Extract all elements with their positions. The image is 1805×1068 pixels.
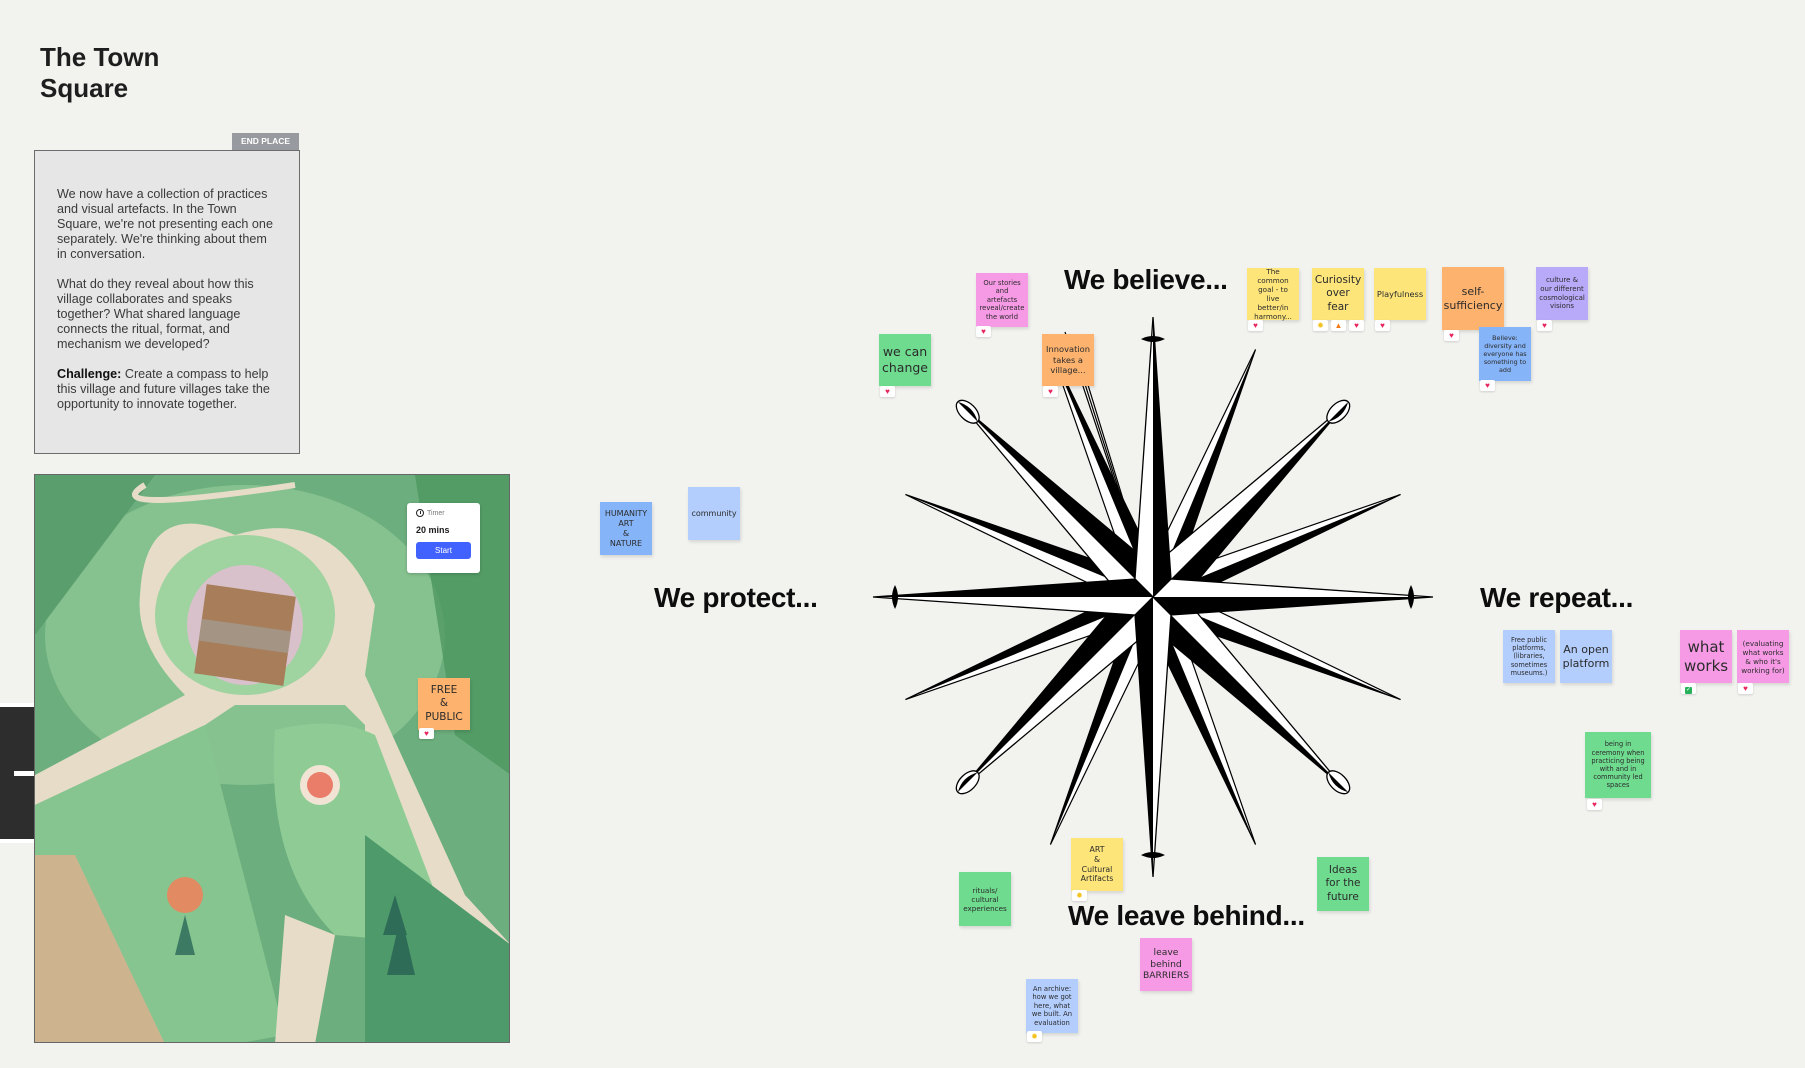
heart-reaction-icon[interactable]: ♥ bbox=[1349, 320, 1364, 331]
heart-reaction-icon[interactable]: ♥ bbox=[1738, 683, 1753, 694]
challenge-text: Create a compass to help this village an… bbox=[57, 367, 270, 411]
sticky-note[interactable]: being in ceremony when practicing being … bbox=[1585, 732, 1651, 798]
heart-reaction-icon[interactable]: ♥ bbox=[1248, 320, 1263, 331]
checkmark-reaction-icon[interactable]: ✓ bbox=[1681, 683, 1696, 694]
sticky-note[interactable]: (evaluating what works & who it's workin… bbox=[1737, 630, 1789, 683]
timer-icon bbox=[416, 509, 424, 517]
sticky-note[interactable]: community bbox=[688, 487, 740, 540]
timer-value: 20 mins bbox=[416, 525, 450, 535]
intro-card[interactable]: We now have a collection of practices an… bbox=[34, 150, 300, 454]
fire-reaction-icon[interactable]: ▲ bbox=[1331, 320, 1346, 331]
heart-reaction-icon[interactable]: ♥ bbox=[1537, 320, 1552, 331]
sticky-note[interactable]: leave behind BARRIERS bbox=[1140, 938, 1192, 991]
timer-label: Timer bbox=[427, 509, 445, 517]
end-place-tag[interactable]: END PLACE bbox=[232, 133, 299, 150]
heart-reaction-icon[interactable]: ♥ bbox=[1375, 320, 1390, 331]
sticky-note[interactable]: rituals/ cultural experiences bbox=[959, 872, 1011, 926]
heart-reaction-icon[interactable]: ♥ bbox=[419, 728, 434, 739]
sticky-note[interactable]: Our stories and artefacts reveal/create … bbox=[976, 273, 1028, 327]
heart-reaction-icon[interactable]: ♥ bbox=[1444, 330, 1459, 341]
intro-paragraph-2: What do they reveal about how this villa… bbox=[57, 277, 254, 351]
sticky-note[interactable]: what works bbox=[1680, 630, 1732, 683]
compass-rose-icon bbox=[872, 316, 1434, 878]
sticky-note[interactable]: Innovation takes a village... bbox=[1042, 334, 1094, 386]
sticky-note[interactable]: Playfulness bbox=[1374, 268, 1426, 320]
timer-start-button[interactable]: Start bbox=[416, 542, 471, 559]
sticky-note[interactable]: self-sufficiency bbox=[1442, 267, 1504, 330]
timer-widget[interactable]: Timer 20 mins Start bbox=[407, 503, 480, 573]
garden-illustration bbox=[35, 475, 509, 1042]
board-title: The Town Square bbox=[40, 42, 160, 103]
heart-reaction-icon[interactable]: ♥ bbox=[880, 386, 895, 397]
heart-reaction-icon[interactable]: ♥ bbox=[976, 326, 991, 337]
heart-reaction-icon[interactable]: ♥ bbox=[1480, 380, 1495, 391]
frame-side-handle[interactable] bbox=[0, 703, 34, 843]
heading-we-believe[interactable]: We believe... bbox=[1064, 264, 1228, 295]
sticky-note[interactable]: HUMANITY ART & NATURE bbox=[600, 502, 652, 555]
heading-we-protect[interactable]: We protect... bbox=[654, 582, 818, 613]
sun-reaction-icon[interactable]: ✹ bbox=[1313, 320, 1328, 331]
challenge-paragraph: Challenge: Create a compass to help this… bbox=[57, 367, 279, 412]
sticky-note[interactable]: The common goal - to live better/in harm… bbox=[1247, 267, 1299, 321]
sun-reaction-icon[interactable]: ✹ bbox=[1027, 1031, 1042, 1042]
challenge-label: Challenge: bbox=[57, 367, 122, 381]
sticky-note[interactable]: culture & our different cosmological vis… bbox=[1536, 267, 1588, 320]
sticky-note[interactable]: Ideas for the future bbox=[1317, 857, 1369, 911]
heart-reaction-icon[interactable]: ♥ bbox=[1043, 386, 1058, 397]
sticky-note[interactable]: ART & Cultural Artifacts bbox=[1071, 838, 1123, 891]
sticky-note[interactable]: An open platform bbox=[1560, 630, 1612, 683]
sticky-note[interactable]: Believe: diversity and everyone has some… bbox=[1479, 327, 1531, 381]
heading-we-repeat[interactable]: We repeat... bbox=[1480, 582, 1634, 613]
intro-paragraph-1: We now have a collection of practices an… bbox=[57, 187, 273, 261]
heading-we-leave-behind[interactable]: We leave behind... bbox=[1068, 900, 1305, 931]
sun-reaction-icon[interactable]: ✹ bbox=[1072, 890, 1087, 901]
sticky-note[interactable]: we can change bbox=[879, 334, 931, 386]
sticky-note[interactable]: Curiosity over fear bbox=[1312, 268, 1364, 320]
heart-reaction-icon[interactable]: ♥ bbox=[1587, 799, 1602, 810]
sticky-note[interactable]: FREE & PUBLIC bbox=[418, 678, 470, 730]
sticky-note[interactable]: Free public platforms, (libraries, somet… bbox=[1503, 630, 1555, 683]
village-map-image[interactable] bbox=[34, 474, 510, 1043]
sticky-note[interactable]: An archive: how we got here, what we bui… bbox=[1026, 979, 1078, 1033]
